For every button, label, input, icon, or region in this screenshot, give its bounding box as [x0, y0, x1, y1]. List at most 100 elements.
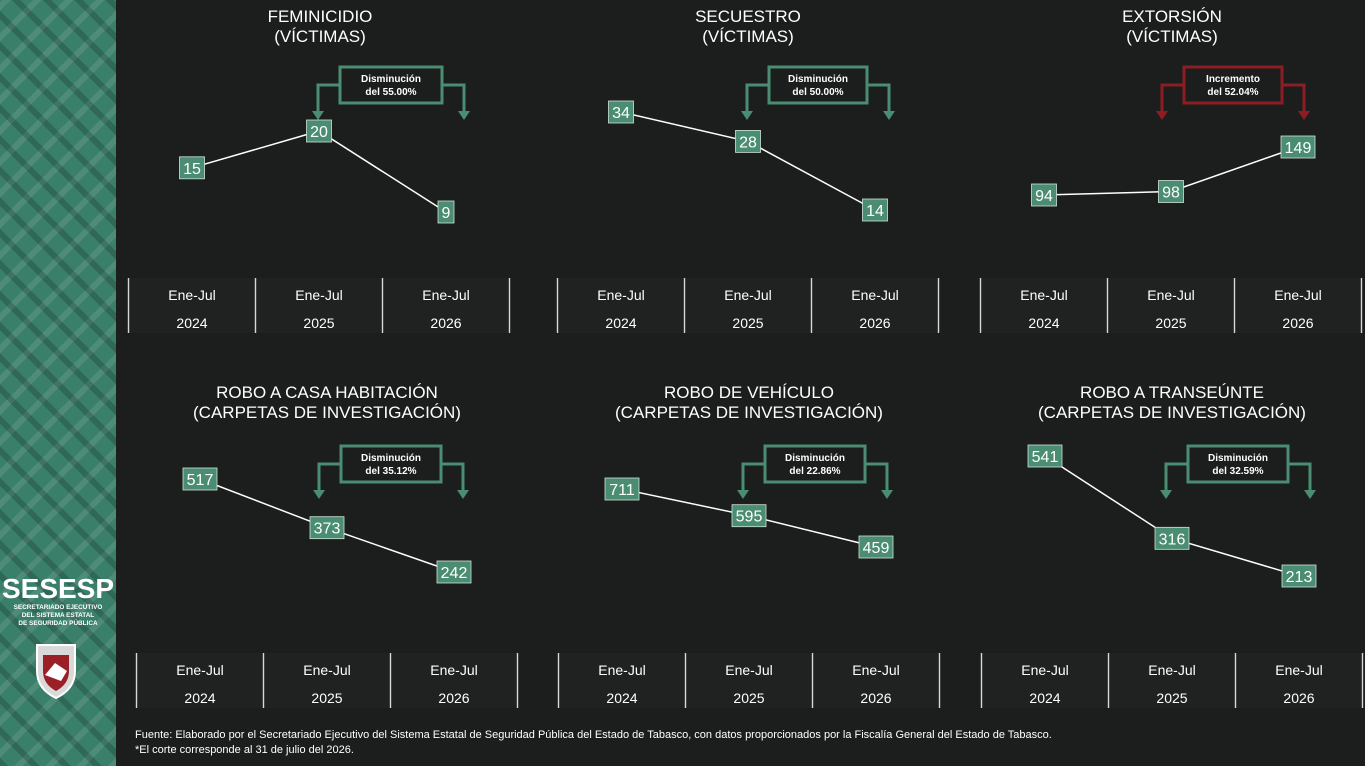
data-point-marker: [1281, 564, 1317, 588]
footer-note: *El corte corresponde al 31 de julio del…: [135, 744, 354, 756]
data-point-marker: [436, 560, 472, 584]
callout-text: Disminución: [785, 453, 845, 464]
arrow-down-icon: [1298, 111, 1310, 120]
callout-box: [1182, 65, 1284, 105]
callout-right-connector: [865, 462, 889, 491]
data-point-marker: [1027, 444, 1063, 468]
tick-label: Ene-Jul: [1275, 662, 1322, 678]
arrow-down-icon: [458, 111, 470, 120]
chart-title-line: FEMINICIDIO: [268, 7, 373, 26]
tick-label: Ene-Jul: [598, 662, 645, 678]
chart-title-line: ROBO A CASA HABITACIÓN: [216, 383, 438, 402]
tick-label: 2026: [1282, 315, 1313, 331]
tick-label: Ene-Jul: [1147, 287, 1194, 303]
data-label: 316: [1159, 531, 1186, 548]
data-label: 517: [187, 472, 214, 489]
data-point-marker: [731, 504, 767, 528]
callout-text: Disminución: [1208, 453, 1268, 464]
footer: Fuente: Elaborado por el Secretariado Ej…: [135, 728, 1052, 758]
axis-cell: [128, 278, 256, 333]
axis-cell: [390, 653, 518, 708]
data-point-marker: [608, 100, 634, 124]
tick-label: 2024: [184, 690, 215, 706]
data-point-marker: [858, 535, 894, 559]
brand-subtitle-3: DE SEGURIDAD PÚBLICA: [18, 620, 98, 627]
chart-title-line: (CARPETAS DE INVESTIGACIÓN): [1038, 403, 1306, 422]
axis-cell: [1234, 278, 1362, 333]
axis-cell: [382, 278, 510, 333]
brand-subtitle-1: SECRETARIADO EJECUTIVO: [13, 604, 103, 611]
tick-label: Ene-Jul: [303, 662, 350, 678]
callout-left-connector: [741, 462, 765, 491]
axis-cell: [558, 653, 686, 708]
data-point-marker: [735, 129, 761, 153]
chart-title-line: (CARPETAS DE INVESTIGACIÓN): [193, 403, 461, 422]
axis-cell: [1107, 278, 1235, 333]
tick-label: 2025: [311, 690, 342, 706]
tick-label: Ene-Jul: [1148, 662, 1195, 678]
tick-label: 2026: [430, 315, 461, 331]
callout-left-connector: [1160, 83, 1184, 112]
tick-label: 2025: [1155, 315, 1186, 331]
data-label: 213: [1286, 569, 1313, 586]
tick-label: Ene-Jul: [1021, 662, 1068, 678]
arrow-down-icon: [313, 490, 325, 499]
chart-title-line: ROBO DE VEHÍCULO: [664, 383, 834, 402]
tick-label: Ene-Jul: [430, 662, 477, 678]
callout-text: Disminución: [361, 453, 421, 464]
series-line: [191, 130, 447, 213]
tick-label: 2024: [606, 690, 637, 706]
callout-right-connector: [1288, 462, 1312, 491]
arrow-down-icon: [1160, 490, 1172, 499]
data-point-marker: [309, 516, 345, 540]
arrow-down-icon: [883, 111, 895, 120]
data-label: 149: [1285, 140, 1312, 157]
callout-text: del 35.12%: [365, 466, 416, 477]
data-point-marker: [1158, 180, 1184, 203]
axis-cell: [255, 278, 383, 333]
data-label: 9: [442, 205, 451, 222]
footer-source: Fuente: Elaborado por el Secretariado Ej…: [135, 729, 1052, 741]
tick-label: 2025: [303, 315, 334, 331]
callout-text: del 22.86%: [789, 466, 840, 477]
callout-left-connector: [317, 462, 341, 491]
brand-subtitle-2: DEL SISTEMA ESTATAL: [21, 612, 95, 619]
arrow-down-icon: [1304, 490, 1316, 499]
brand-acronym: SESESP: [1, 573, 115, 604]
data-label: 34: [612, 105, 630, 122]
data-point-marker: [862, 198, 888, 222]
axis-cell: [263, 653, 391, 708]
callout-left-connector: [745, 83, 769, 112]
callout-text: del 50.00%: [792, 87, 843, 98]
data-label: 15: [183, 161, 201, 178]
tick-label: Ene-Jul: [1020, 287, 1067, 303]
data-label: 94: [1035, 188, 1053, 205]
callout-text: del 52.04%: [1207, 87, 1258, 98]
data-label: 242: [441, 565, 468, 582]
tick-label: 2024: [1029, 690, 1060, 706]
axis-cell: [684, 278, 812, 333]
callout-box: [338, 65, 444, 105]
tick-label: Ene-Jul: [295, 287, 342, 303]
sidebar-pattern: [0, 0, 116, 766]
axis-cell: [1108, 653, 1236, 708]
callout-right-connector: [1282, 83, 1306, 112]
tick-label: Ene-Jul: [168, 287, 215, 303]
arrow-down-icon: [881, 490, 893, 499]
tick-label: 2025: [732, 315, 763, 331]
callout-text: del 32.59%: [1212, 466, 1263, 477]
tick-label: Ene-Jul: [1274, 287, 1321, 303]
callout-text: del 55.00%: [365, 87, 416, 98]
shield-icon: [36, 644, 76, 700]
data-label: 541: [1032, 449, 1059, 466]
chart-panel: ROBO DE VEHÍCULO(CARPETAS DE INVESTIGACI…: [557, 383, 941, 708]
callout-left-connector: [316, 83, 340, 112]
brand-block: SESESP SECRETARIADO EJECUTIVO DEL SISTEM…: [0, 574, 116, 628]
axis-cell: [1235, 653, 1363, 708]
data-label: 459: [863, 540, 890, 557]
tick-label: Ene-Jul: [852, 662, 899, 678]
tick-label: 2025: [1156, 690, 1187, 706]
